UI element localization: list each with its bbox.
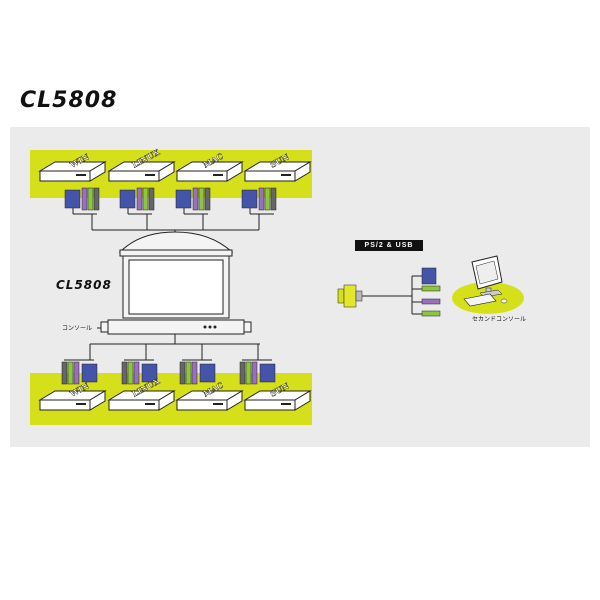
kvm-drawer bbox=[107, 319, 245, 335]
bottom-server-sun bbox=[243, 390, 312, 411]
kvm-unit bbox=[100, 231, 252, 335]
console-cable-ends bbox=[412, 267, 441, 317]
bottom-connector-group-1 bbox=[61, 359, 98, 385]
usb-connector-icon bbox=[421, 310, 441, 317]
console-adapter-icon bbox=[337, 284, 363, 308]
bottom-connector-group-3 bbox=[179, 359, 216, 385]
ps2-mouse-connector-icon bbox=[421, 298, 441, 305]
bottom-server-mac bbox=[175, 390, 244, 411]
top-connector-group-1 bbox=[64, 187, 100, 215]
top-server-linux bbox=[107, 161, 176, 182]
second-console-label: セカンドコンソール bbox=[472, 317, 527, 323]
bottom-server-linux bbox=[107, 390, 176, 411]
top-server-win bbox=[38, 161, 107, 182]
second-console-monitor-icon bbox=[471, 255, 503, 298]
top-connector-group-2 bbox=[119, 187, 155, 215]
interface-badge: PS/2 & USB bbox=[355, 240, 423, 251]
top-connector-group-4 bbox=[241, 187, 277, 215]
kvm-screen bbox=[128, 259, 224, 315]
top-server-sun bbox=[243, 161, 312, 182]
second-console-keyboard-icon bbox=[463, 293, 508, 307]
page-title: CL5808 bbox=[20, 88, 118, 113]
kvm-device-label: CL5808 bbox=[56, 278, 112, 292]
vga-connector-icon bbox=[421, 267, 437, 285]
console-label: コンソール bbox=[62, 326, 93, 332]
bottom-server-win bbox=[38, 390, 107, 411]
bottom-connector-group-4 bbox=[239, 359, 276, 385]
top-connector-group-3 bbox=[175, 187, 211, 215]
top-server-mac bbox=[175, 161, 244, 182]
ps2-keyboard-connector-icon bbox=[421, 285, 441, 292]
bottom-connector-group-2 bbox=[121, 359, 158, 385]
